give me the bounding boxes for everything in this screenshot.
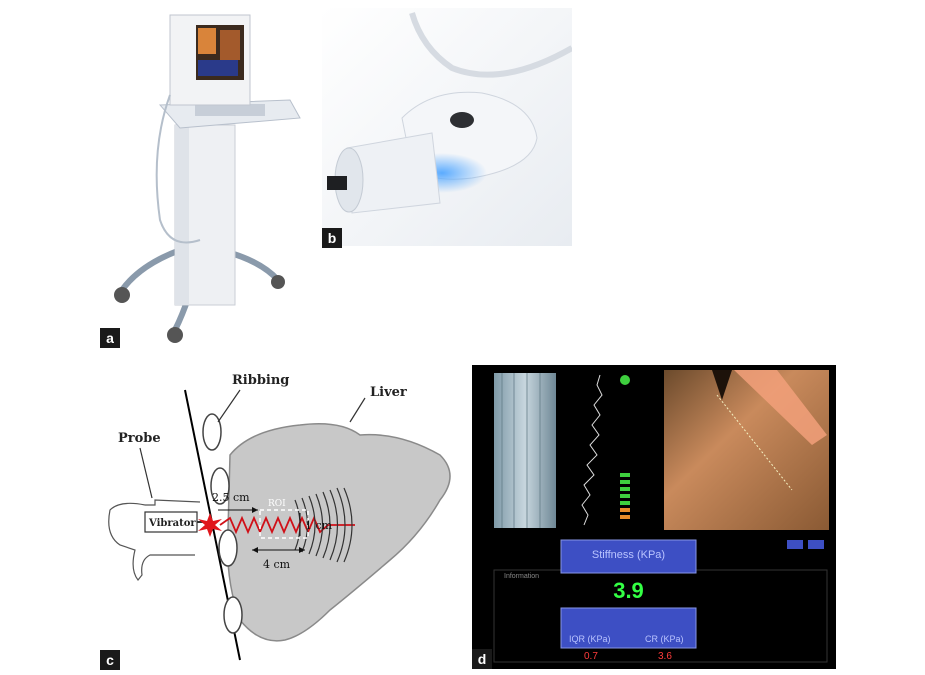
shear-wave — [219, 515, 355, 535]
elastogram-image — [664, 370, 829, 530]
probe-label: Probe — [118, 431, 161, 446]
cr-value: 3.6 — [658, 651, 672, 662]
information-label: Information — [504, 573, 540, 580]
panel-c-diagram: Ribbing Liver Probe Vibrator — [100, 360, 470, 670]
rib — [223, 596, 243, 634]
length-label: 4 cm — [263, 558, 291, 571]
ultrasound-arcs — [294, 487, 353, 563]
screen-button — [808, 540, 824, 549]
stiffness-header-box — [560, 539, 697, 574]
probe-outline — [108, 502, 195, 581]
depth-label: 2.5 cm — [212, 491, 250, 504]
vibrator-label: Vibrator — [148, 518, 196, 529]
stiffness-header: Stiffness (KPa) — [591, 549, 666, 561]
results-box — [560, 607, 697, 649]
rib — [210, 467, 230, 505]
screen-display — [493, 370, 829, 663]
status-light — [620, 375, 630, 385]
stiffness-value: 3.9 — [613, 578, 644, 603]
iqr-label: IQR (KPa) — [569, 634, 611, 644]
cr-label: CR (KPa) — [645, 634, 684, 644]
panel-d-screen: Stiffness (KPa) Information 3.9 IQR (KPa… — [472, 365, 836, 669]
panel-label-d: d — [472, 649, 492, 669]
a-mode-trace — [581, 374, 603, 526]
liver-label: Liver — [370, 385, 407, 400]
width-label: 1 cm — [305, 519, 333, 532]
probe-illustration — [322, 8, 574, 246]
rib — [202, 413, 222, 451]
panel-label-b: b — [322, 228, 342, 248]
device-cart-illustration — [114, 14, 301, 343]
roi-box — [259, 509, 309, 539]
iqr-value: 0.7 — [584, 651, 598, 662]
impulse-starburst — [198, 513, 222, 537]
rib — [218, 529, 238, 567]
elastography-schematic: Ribbing Liver Probe Vibrator — [108, 373, 451, 661]
ribbing-label: Ribbing — [232, 373, 289, 388]
panel-a-device: a — [100, 0, 305, 348]
panel-label-c: c — [100, 650, 120, 670]
panel-label-a: a — [100, 328, 120, 348]
screen-button — [787, 540, 803, 549]
m-mode-image — [494, 373, 556, 528]
panel-b-probe: b — [322, 8, 574, 248]
roi-label: ROI — [268, 499, 286, 509]
quality-bar — [620, 473, 630, 519]
liver-shape — [226, 423, 451, 642]
